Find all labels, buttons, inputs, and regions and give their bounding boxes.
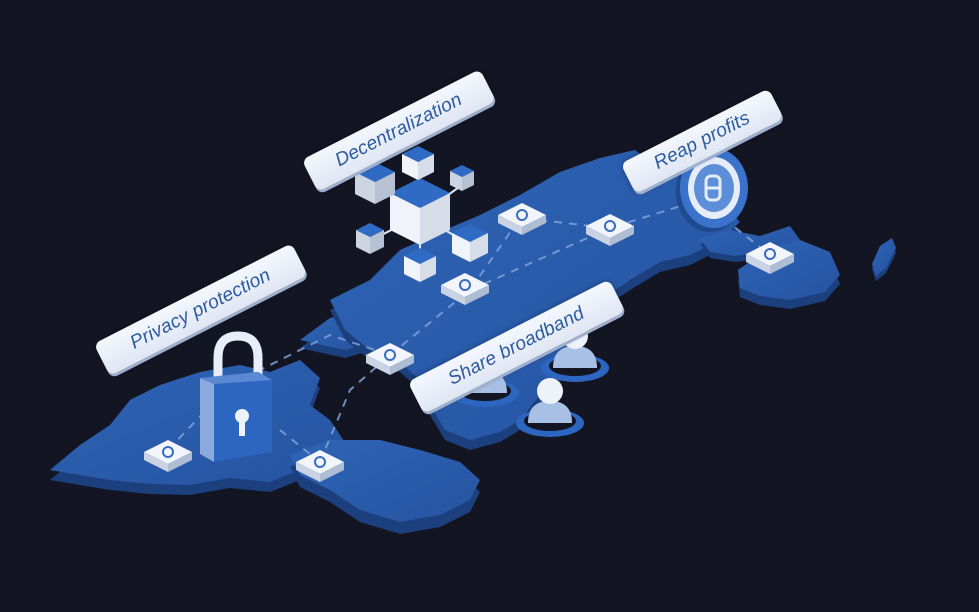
network-node-icon — [498, 203, 546, 235]
network-node-icon — [586, 214, 634, 246]
padlock-icon — [200, 331, 272, 462]
network-node-icon — [746, 242, 794, 274]
coin-icon — [676, 148, 748, 232]
continents — [50, 150, 896, 534]
network-node-icon — [441, 273, 489, 305]
network-node-icon — [366, 343, 414, 375]
cube-cluster-icon — [355, 146, 488, 282]
network-node-icon — [296, 450, 344, 482]
network-nodes — [144, 203, 794, 482]
network-node-icon — [144, 440, 192, 472]
